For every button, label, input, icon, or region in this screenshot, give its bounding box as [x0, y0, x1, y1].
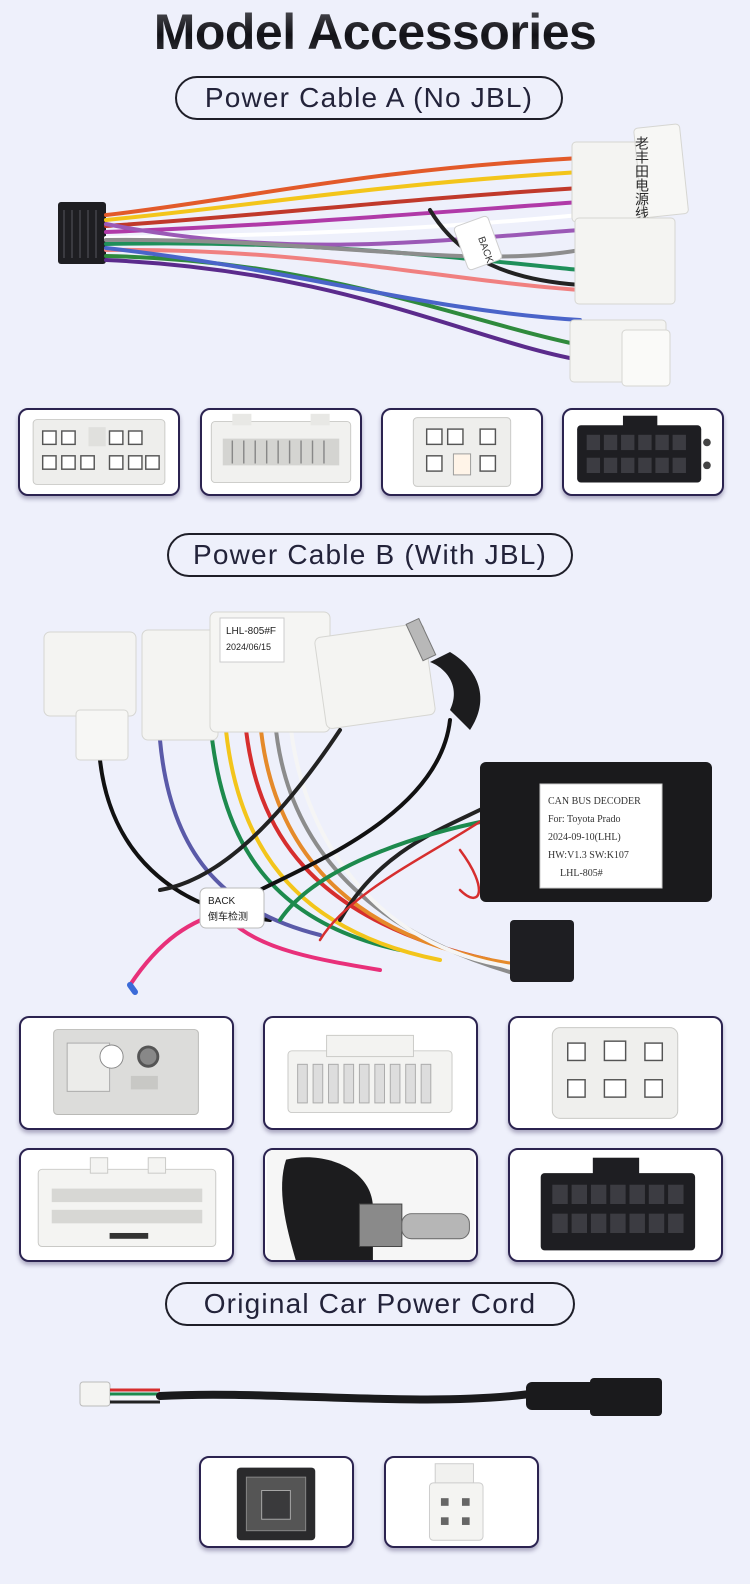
connector-thumb-a2	[200, 408, 362, 496]
section-pill-cable-b: Power Cable B (With JBL)	[167, 533, 573, 577]
decoder-label-line-5: LHL-805#	[560, 868, 603, 879]
cable-a-harness-image: 老丰田电源线 BACK	[40, 120, 720, 398]
connector-thumb-b5	[263, 1148, 478, 1262]
cable-b-plug-label-2: 2024/06/15	[226, 642, 271, 652]
original-cord-image	[70, 1360, 670, 1430]
decoder-label-line-4: HW:V1.3 SW:K107	[548, 850, 629, 861]
cable-b-plug-label-1: LHL-805#F	[226, 626, 276, 637]
cable-b-harness-image: LHL-805#F 2024/06/15 CAN BUS DECODER For…	[20, 590, 730, 1000]
page-title: Model Accessories	[0, 2, 750, 62]
section-pill-cable-a: Power Cable A (No JBL)	[175, 76, 563, 120]
connector-thumb-a4	[562, 408, 724, 496]
connector-thumb-c2	[384, 1456, 539, 1548]
connector-thumb-a1	[18, 408, 180, 496]
connector-thumb-b6	[508, 1148, 723, 1262]
connector-thumb-b4	[19, 1148, 234, 1262]
connector-thumb-b2	[263, 1016, 478, 1130]
connector-thumb-b1	[19, 1016, 234, 1130]
connector-thumb-c1	[199, 1456, 354, 1548]
section-pill-original-cord: Original Car Power Cord	[165, 1282, 575, 1326]
cable-b-wire-tag-2: 倒车检测	[208, 910, 248, 923]
connector-thumb-b3	[508, 1016, 723, 1130]
decoder-label-line-2: For: Toyota Prado	[548, 814, 620, 825]
cable-b-wire-tag-1: BACK	[208, 896, 236, 907]
cable-a-connector-tag: 老丰田电源线	[634, 136, 650, 220]
connector-thumb-a3	[381, 408, 543, 496]
decoder-label-line-3: 2024-09-10(LHL)	[548, 832, 621, 843]
decoder-label-line-1: CAN BUS DECODER	[548, 796, 641, 807]
